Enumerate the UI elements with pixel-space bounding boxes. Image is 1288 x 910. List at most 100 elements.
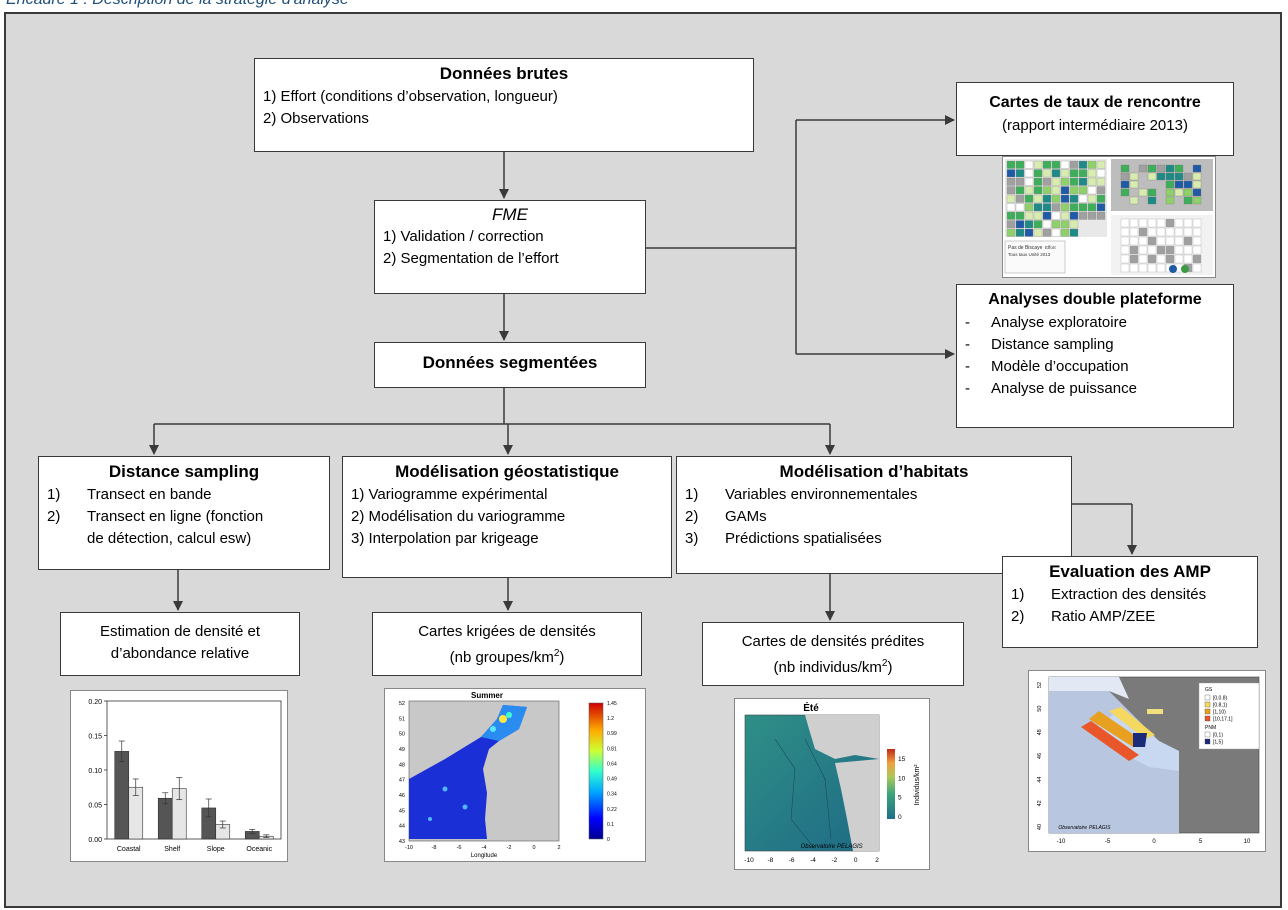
encounter-map-cell (1129, 263, 1139, 273)
encounter-maps-box: Cartes de taux de rencontre (rapport int… (956, 82, 1234, 156)
encounter-map-cell (1183, 245, 1193, 255)
encounter-map-cell (1174, 180, 1184, 189)
encounter-map-cell (1120, 218, 1130, 228)
encounter-map-cell (1138, 245, 1148, 255)
encounter-map-cell (1087, 203, 1097, 212)
encounter-map-cell (1096, 203, 1106, 212)
encounter-map-cell (1174, 236, 1184, 246)
encounter-map-cell (1015, 186, 1025, 195)
encounter-map-cell (1024, 220, 1034, 229)
encounter-map-cell (1192, 236, 1202, 246)
encounter-map-cell (1033, 177, 1043, 186)
encounter-map-cell (1006, 177, 1016, 186)
encounter-map-cell (1183, 254, 1193, 264)
encounter-map-cell (1120, 172, 1130, 181)
amp-evaluation-box: Evaluation des AMP 1)Extraction des dens… (1002, 556, 1258, 648)
encounter-map-cell (1192, 196, 1202, 205)
kriged-x-tick-label: -2 (507, 845, 512, 851)
encounter-map-cell (1042, 169, 1052, 178)
encounter-map-cell (1156, 227, 1166, 237)
raw-data-box: Données brutes 1) Effort (conditions d’o… (254, 58, 754, 152)
raw-data-title: Données brutes (439, 64, 569, 83)
encounter-map-cell (1051, 220, 1061, 229)
amp-legend-swatch (1204, 694, 1211, 701)
segmented-data-box: Données segmentées (374, 342, 646, 388)
raw-data-item: 1) Effort (conditions d’observation, lon… (263, 88, 558, 105)
amp-legend-label: [0,0.8) (1213, 696, 1228, 702)
amp-x-tick-label: 5 (1199, 839, 1203, 845)
amp-x-tick-label: -5 (1105, 839, 1111, 845)
encounter-map-cell (1096, 194, 1106, 203)
kriged-scale-label: 0.1 (607, 822, 614, 828)
encounter-map-cell (1165, 245, 1175, 255)
density-estimation-box: Estimation de densité et d’abondance rel… (60, 612, 300, 676)
encounter-map-cell (1156, 263, 1166, 273)
encounter-map-cell (1096, 211, 1106, 220)
kriged-y-tick-label: 45 (399, 808, 405, 814)
encounter-map-cell (1129, 180, 1139, 189)
encounter-map-cell (1006, 186, 1016, 195)
amp-y-tick-label: 44 (1037, 777, 1043, 783)
geostat-box: Modélisation géostatistique 1) Variogram… (342, 456, 672, 578)
double-platform-item: -Modèle d’occupation (965, 358, 1129, 375)
encounter-map-cell (1069, 169, 1079, 178)
geostat-title: Modélisation géostatistique (395, 462, 619, 481)
predicted-scale-label: 15 (898, 756, 906, 763)
encounter-map-cell (1069, 203, 1079, 212)
distance-sampling-item-continued: de détection, calcul esw) (87, 530, 252, 547)
amp-map-credit: Observatoire (1058, 825, 1087, 831)
encounter-map-cell (1087, 169, 1097, 178)
predicted-map-title: Été (803, 701, 819, 714)
predicted-map-legend-title: Individus/km² (914, 764, 921, 806)
encounter-map-cell (1078, 186, 1088, 195)
encounter-map-cell (1006, 211, 1016, 220)
kriged-scale-label: 0.22 (607, 807, 617, 813)
kriged-y-tick-label: 47 (399, 778, 405, 784)
encounter-map-cell (1060, 194, 1070, 203)
habitat-item: 1)Variables environnementales (685, 486, 918, 503)
predicted-x-tick-label: 2 (875, 857, 879, 864)
encounter-map-cell (1129, 254, 1139, 264)
amp-y-tick-label: 48 (1037, 729, 1043, 735)
encounter-map-cell (1024, 169, 1034, 178)
encounter-map-cell (1147, 254, 1157, 264)
encounter-map-cell (1078, 160, 1088, 169)
bar (114, 751, 130, 840)
bar-category-label: Shelf (164, 846, 180, 853)
encounter-map-cell (1051, 228, 1061, 237)
double-platform-box: Analyses double plateforme -Analyse expl… (956, 284, 1234, 428)
kriged-scale-label: 1.45 (607, 701, 617, 707)
fme-item: 1) Validation / correction (383, 228, 544, 245)
amp-evaluation-map: GS [0,0.8)[0.8,1)[1,10)[10,17.1][0,1)[1,… (1028, 670, 1266, 852)
geostat-item: 2) Modélisation du variogramme (351, 508, 566, 525)
segmented-data-title: Données segmentées (422, 353, 598, 372)
encounter-map-cell (1033, 211, 1043, 220)
encounter-map-cell (1006, 203, 1016, 212)
amp-y-tick-label: 50 (1037, 706, 1043, 712)
encounter-map-cell (1138, 254, 1148, 264)
encounter-map-cell (1183, 227, 1193, 237)
encounter-map-cell (1042, 228, 1052, 237)
encounter-map-cell (1033, 228, 1043, 237)
encounter-map-cell (1042, 203, 1052, 212)
encounter-map-cell (1069, 160, 1079, 169)
encounter-map-cell (1183, 218, 1193, 228)
geostat-item: 3) Interpolation par krigeage (351, 530, 539, 547)
predicted-scale-label: 5 (898, 795, 902, 802)
encounter-map-cell (1096, 186, 1106, 195)
kriged-scale-label: 0.99 (607, 731, 617, 737)
encounter-map-cell (1129, 218, 1139, 228)
encounter-map-cell (1024, 186, 1034, 195)
encounter-map-cell (1147, 227, 1157, 237)
encounter-map-cell (1024, 211, 1034, 220)
encounter-map-cell (1042, 177, 1052, 186)
encounter-map-cell (1042, 160, 1052, 169)
encounter-map-cell (1165, 236, 1175, 246)
kriged-y-tick-label: 52 (399, 701, 405, 707)
fme-box: FME 1) Validation / correction 2) Segmen… (374, 200, 646, 294)
distance-sampling-title: Distance sampling (108, 462, 260, 481)
kriged-map-xlabel: Longitude (471, 853, 498, 859)
amp-legend-label: [10,17.1] (1213, 717, 1233, 723)
encounter-map-cell (1024, 203, 1034, 212)
bar-category-label: Oceanic (246, 846, 272, 853)
